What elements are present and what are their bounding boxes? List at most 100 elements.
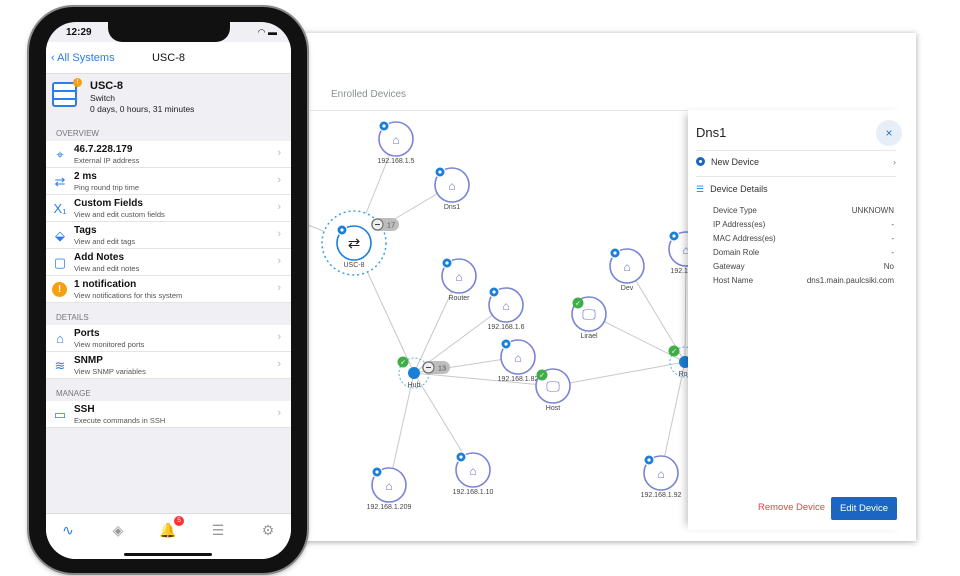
switch-icon (52, 82, 77, 107)
panel-title: Dns1 (696, 125, 727, 140)
ethernet-port-icon: ⌂ (455, 270, 462, 284)
collapse-toggle[interactable]: 13 (422, 361, 450, 374)
graph-node-n182[interactable]: ⌂192.168.1.82 (498, 338, 539, 383)
collapse-count: 17 (387, 221, 395, 230)
tab-gear-icon[interactable]: ⚙ (256, 522, 280, 539)
list-item[interactable]: ! 1 notification View notifications for … (46, 276, 291, 303)
svg-text:✓: ✓ (671, 349, 677, 356)
alert-badge: ! (73, 78, 82, 87)
status-time: 12:29 (66, 27, 92, 38)
tab-enrolled-devices[interactable]: Enrolled Devices (331, 89, 407, 100)
tab-layers-icon[interactable]: ◈ (106, 522, 130, 539)
graph-node-n110[interactable]: ⌂192.168.1.10 (453, 451, 494, 496)
graph-node-n16[interactable]: ⌂192.168.1.6 (488, 286, 525, 331)
item-title: 2 ms (74, 171, 97, 182)
phone-screen: 12:29 ◠ ▬ ‹ All Systems USC-8 ! USC-8 Sw… (46, 22, 291, 559)
tab-server-icon[interactable]: ☰ (206, 522, 230, 539)
back-button[interactable]: ‹ All Systems (51, 52, 115, 64)
phone-frame: 12:29 ◠ ▬ ‹ All Systems USC-8 ! USC-8 Sw… (29, 7, 307, 573)
section-header: MANAGE (56, 389, 91, 398)
home-indicator (124, 553, 212, 556)
ethernet-port-icon: ⌂ (502, 299, 509, 313)
remove-device-button[interactable]: Remove Device (758, 502, 826, 513)
nav-title: USC-8 (151, 52, 185, 64)
graph-node-dns1[interactable]: ⌂Dns1 (434, 166, 470, 211)
network-graph[interactable]: ⌂192.168.1.5⌂Dns1⇄USC-817⌂Router⌂192.168… (300, 33, 690, 541)
graph-node-n1x[interactable]: ⌂192.168.1 (668, 230, 690, 275)
node-label: 192.168.1.92 (641, 492, 682, 499)
status-dot-icon (696, 157, 705, 166)
list-item[interactable]: ⇄ 2 ms Ping round trip time › (46, 168, 291, 195)
detail-value: - (891, 220, 894, 229)
status-label: New Device (711, 157, 760, 167)
collapse-toggle[interactable]: 17 (371, 218, 399, 231)
router-icon: ≋ (54, 358, 66, 373)
detail-value: No (883, 262, 894, 271)
detail-value: - (891, 234, 894, 243)
list-item[interactable]: X₁ Custom Fields View and edit custom fi… (46, 195, 291, 222)
switch-arrows-icon: ⇄ (348, 235, 361, 252)
node-label: Dns1 (444, 204, 460, 211)
ethernet-port-icon: ⌂ (657, 467, 664, 481)
item-title: SSH (74, 404, 95, 415)
list-item[interactable]: ≋ SNMP View SNMP variables › (46, 352, 291, 379)
graph-node-dev[interactable]: ⌂Dev (609, 247, 645, 292)
chevron-right-icon: › (277, 282, 281, 294)
chevron-right-icon: › (277, 174, 281, 186)
graph-edge (660, 361, 686, 474)
monitor-icon: 🖵 (582, 306, 596, 322)
gear-icon: ⚙ (261, 522, 275, 538)
graph-node-host[interactable]: 🖵✓Host (535, 368, 571, 412)
status-row[interactable]: New Device› (696, 157, 896, 167)
graph-node-rop[interactable]: ✓ Rop (668, 345, 691, 379)
ethernet-port-icon: ⌂ (385, 479, 392, 493)
node-label: 192.168.1 (670, 268, 690, 275)
detail-value: dns1.main.paulcsiki.com (806, 276, 894, 285)
list-item[interactable]: ⬙ Tags View and edit tags › (46, 222, 291, 249)
list-item[interactable]: ▭ SSH Execute commands in SSH › (46, 401, 291, 428)
close-button[interactable]: × (876, 120, 902, 146)
item-subtitle: Ping round trip time (74, 183, 140, 192)
terminal-icon: ▭ (53, 407, 67, 422)
alert-icon: ! (52, 282, 67, 297)
edit-device-button[interactable]: Edit Device (831, 497, 897, 520)
graph-node-router[interactable]: ⌂Router (441, 257, 477, 302)
detail-key: IP Address(es) (713, 220, 766, 229)
tab-divider (310, 110, 904, 111)
list-item[interactable]: ⌂ Ports View monitored ports › (46, 325, 291, 352)
divider (696, 150, 896, 151)
list-item[interactable]: ▢ Add Notes View and edit notes › (46, 249, 291, 276)
check-status-icon (397, 356, 409, 368)
graph-node-usc8[interactable]: ⇄USC-8 (321, 210, 387, 276)
tab-pulse-icon[interactable]: ∿ (56, 522, 80, 539)
graph-node-lirael[interactable]: 🖵✓Lirael (571, 296, 607, 340)
ethernet-port-icon: ⌂ (469, 464, 476, 478)
arrows-icon: ⇄ (54, 174, 66, 189)
ethernet-port-icon: ⌂ (623, 260, 630, 274)
detail-row: MAC Address(es)- (713, 234, 894, 243)
chevron-right-icon: › (277, 201, 281, 213)
tab-bar: ∿◈🔔5☰⚙ (46, 513, 291, 559)
list-item[interactable]: ⌖ 46.7.228.179 External IP address › (46, 141, 291, 168)
item-title: Tags (74, 225, 97, 236)
item-subtitle: View and edit tags (74, 237, 136, 246)
node-label: Rop (679, 371, 690, 378)
detail-key: Host Name (713, 276, 754, 285)
item-subtitle: View monitored ports (74, 340, 145, 349)
item-title: SNMP (74, 355, 103, 366)
node-label: Hub (408, 382, 421, 389)
tab-bell-icon[interactable]: 🔔 (156, 522, 180, 539)
chevron-right-icon: › (277, 147, 281, 159)
graph-node-n192[interactable]: ⌂ 192.168.1.92 (641, 454, 682, 499)
ethernet-port-icon: ⌂ (514, 351, 521, 365)
section-label: Device Details (710, 184, 768, 194)
divider (696, 176, 896, 177)
graph-node-n15[interactable]: ⌂192.168.1.5 (378, 120, 415, 165)
graph-node-n1209[interactable]: ⌂192.168.1.209 (367, 466, 412, 511)
layers-icon: ◈ (112, 522, 124, 538)
graph-node-hub[interactable]: ✓Hub (397, 356, 430, 390)
ethernet-port-icon: ⌂ (392, 133, 399, 147)
list-icon: ☰ (696, 184, 705, 194)
